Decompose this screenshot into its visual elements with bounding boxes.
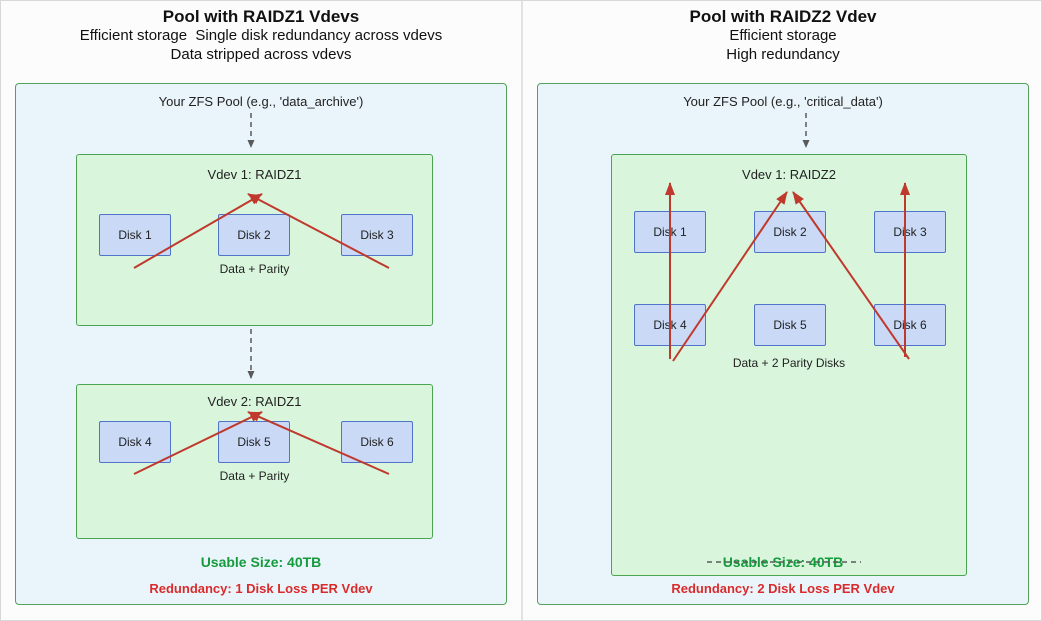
disk-2-right: Disk 2 [754, 211, 826, 253]
disk-3: Disk 3 [341, 214, 413, 256]
vdev2-caption: Data + Parity [219, 469, 290, 483]
disk-5-right: Disk 5 [754, 304, 826, 346]
vdev2-raidz1-label: Vdev 2: RAIDZ1 [207, 394, 302, 409]
pool-label-critical-data: Your ZFS Pool (e.g., 'critical_data') [683, 94, 883, 109]
disk-1-right: Disk 1 [634, 211, 706, 253]
panel-raidz1-subtitle-2: Data stripped across vdevs [170, 46, 352, 63]
disk-3-right: Disk 3 [874, 211, 946, 253]
redundancy-note-right: Redundancy: 2 Disk Loss PER Vdev [671, 581, 895, 596]
panel-raidz2-title: Pool with RAIDZ2 Vdev [689, 7, 877, 26]
vdev1-raidz1-label: Vdev 1: RAIDZ1 [207, 167, 302, 182]
usable-size-right: Usable Size: 40TB [722, 554, 844, 570]
vdev1-raidz2-label: Vdev 1: RAIDZ2 [742, 167, 836, 182]
panel-raidz1-title: Pool with RAIDZ1 Vdevs [162, 7, 360, 26]
panel-divider [521, 1, 523, 620]
disk-5: Disk 5 [218, 421, 290, 463]
disk-4-right: Disk 4 [634, 304, 706, 346]
panel-raidz1-subtitle-1: Efficient storage Single disk redundancy… [79, 27, 443, 44]
pool-label-data-archive: Your ZFS Pool (e.g., 'data_archive') [158, 94, 364, 109]
panel-raidz2-subtitle-2: High redundancy [726, 46, 840, 63]
disk-6: Disk 6 [341, 421, 413, 463]
vdev1-raidz2-caption: Data + 2 Parity Disks [732, 356, 846, 370]
disk-4: Disk 4 [99, 421, 171, 463]
disk-6-right: Disk 6 [874, 304, 946, 346]
disk-1: Disk 1 [99, 214, 171, 256]
disk-2: Disk 2 [218, 214, 290, 256]
redundancy-note-left: Redundancy: 1 Disk Loss PER Vdev [149, 581, 373, 596]
panel-raidz2-subtitle-1: Efficient storage [729, 27, 837, 44]
usable-size-left: Usable Size: 40TB [200, 554, 322, 570]
vdev1-caption: Data + Parity [219, 262, 290, 276]
